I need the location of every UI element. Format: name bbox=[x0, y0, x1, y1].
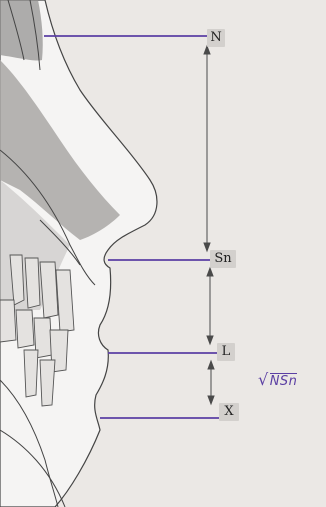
label-l: L bbox=[217, 343, 235, 361]
orbit-shading bbox=[0, 0, 43, 61]
label-n: N bbox=[207, 29, 225, 47]
label-x: X bbox=[219, 403, 239, 421]
ratio-annotation: √NSn bbox=[258, 370, 297, 389]
radical-sign: √ bbox=[258, 370, 269, 389]
annotation-expression: NSn bbox=[270, 373, 298, 389]
label-sn: Sn bbox=[210, 250, 236, 268]
